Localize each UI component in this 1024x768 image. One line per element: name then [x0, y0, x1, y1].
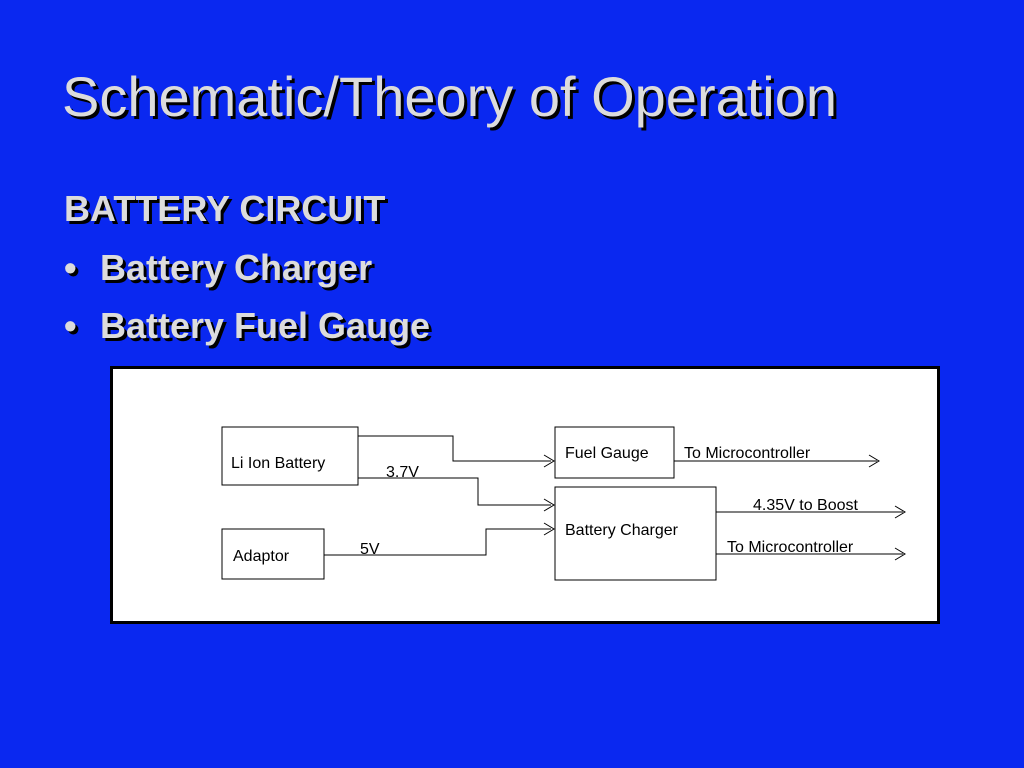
fuel-gauge-label: Fuel Gauge — [565, 445, 649, 462]
block-diagram-panel: Li Ion Battery Adaptor Fuel Gauge Batter… — [110, 366, 940, 624]
adaptor-to-charger-line — [324, 528, 551, 556]
bullet-text: Battery Fuel Gauge — [100, 305, 431, 346]
battery-to-charger-line — [358, 477, 551, 506]
charger-mcu-output-label: To Microcontroller — [727, 539, 854, 556]
bullet-list: • Battery Charger • Battery Fuel Gauge — [64, 246, 430, 362]
battery-to-fuel-gauge-line — [358, 435, 551, 462]
arrowhead-icon — [894, 505, 906, 519]
bullet-marker: • — [64, 247, 77, 288]
adaptor-label: Adaptor — [233, 548, 290, 565]
battery-charger-label: Battery Charger — [565, 522, 679, 539]
battery-voltage-label: 3.7V — [386, 464, 419, 481]
bullet-item-battery-charger: • Battery Charger — [64, 246, 430, 304]
battery-charger-block — [554, 486, 717, 581]
li-ion-battery-label: Li Ion Battery — [231, 455, 325, 472]
section-heading: BATTERY CIRCUIT — [64, 188, 386, 229]
block-diagram: Li Ion Battery Adaptor Fuel Gauge Batter… — [221, 426, 906, 581]
bullet-text: Battery Charger — [100, 247, 373, 288]
arrowhead-icon — [894, 547, 906, 561]
arrowhead-icon — [543, 454, 555, 468]
arrowhead-icon — [543, 522, 555, 536]
li-ion-battery-block — [221, 426, 359, 486]
bullet-item-fuel-gauge: • Battery Fuel Gauge — [64, 304, 430, 362]
arrowhead-icon — [543, 498, 555, 512]
fuel-gauge-block — [554, 426, 675, 479]
charger-boost-output-label: 4.35V to Boost — [753, 497, 859, 514]
slide-title: Schematic/Theory of Operation — [62, 65, 838, 128]
arrowhead-icon — [868, 454, 880, 468]
fuel-gauge-output-label: To Microcontroller — [684, 445, 811, 462]
bullet-marker: • — [64, 305, 77, 346]
adaptor-voltage-label: 5V — [360, 541, 380, 558]
adaptor-block — [221, 528, 325, 580]
